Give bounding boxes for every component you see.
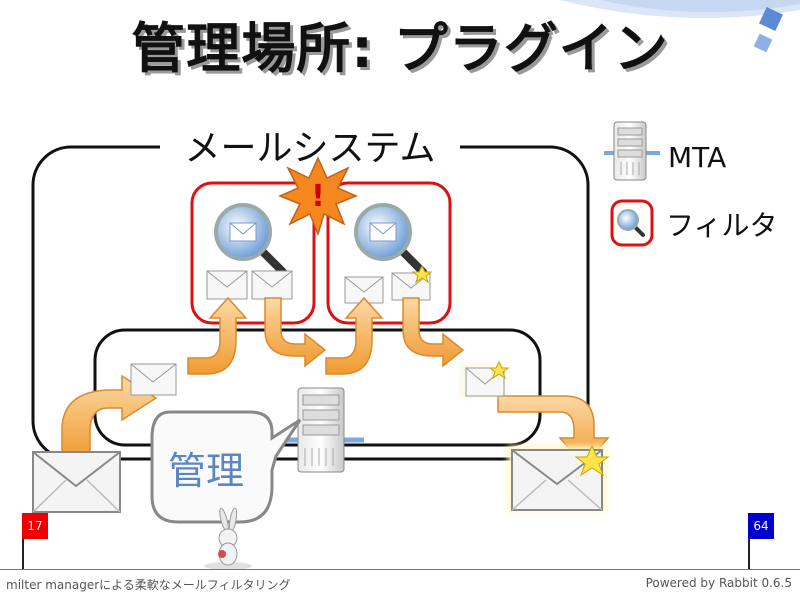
legend-filter-label: フィルタ [666, 209, 777, 242]
footer-slide-subtitle: milter managerによる柔軟なメールフィルタリング [6, 578, 291, 592]
progress-baseline [0, 569, 800, 570]
rabbit-mascot-icon [204, 507, 252, 570]
corner-decoration [560, 0, 800, 53]
incoming-arrow [61, 374, 158, 461]
conflict-burst-icon: ! [278, 156, 358, 237]
flow-arrow [325, 296, 384, 375]
slide-title: 管理場所: プラグイン [131, 17, 669, 80]
envelope-icon [206, 270, 248, 300]
svg-text:!: ! [311, 179, 325, 214]
legend-magnifier-icon [617, 209, 645, 237]
envelope-icon [130, 363, 177, 396]
flow-arrow [264, 297, 327, 368]
total-pages-flag-pole [748, 513, 750, 570]
management-label: 管理 [168, 449, 244, 493]
delivered-mail-envelope-icon [508, 444, 610, 512]
mail-system-diagram: メールシステム ! [31, 121, 777, 570]
marked-envelope-icon [391, 264, 433, 301]
mta-server-icon [276, 387, 364, 473]
incoming-mail-envelope-icon [32, 451, 121, 513]
envelope-icon [251, 270, 293, 300]
filter-magnifier-icon [354, 203, 427, 276]
marked-envelope-icon [461, 360, 510, 397]
filter-magnifier-icon [214, 203, 287, 276]
mail-system-label: メールシステム [185, 128, 436, 169]
flow-arrow [187, 296, 248, 375]
footer-powered-by: Powered by Rabbit 0.6.5 [645, 576, 792, 590]
current-page-flag: 17 [22, 513, 48, 539]
current-page-flag-pole [22, 513, 24, 570]
legend-mta-label: MTA [668, 141, 726, 174]
legend-server-icon [604, 121, 660, 181]
management-speech-balloon: 管理 [150, 410, 302, 524]
flow-arrow [402, 297, 465, 368]
total-pages-flag: 64 [748, 513, 774, 539]
